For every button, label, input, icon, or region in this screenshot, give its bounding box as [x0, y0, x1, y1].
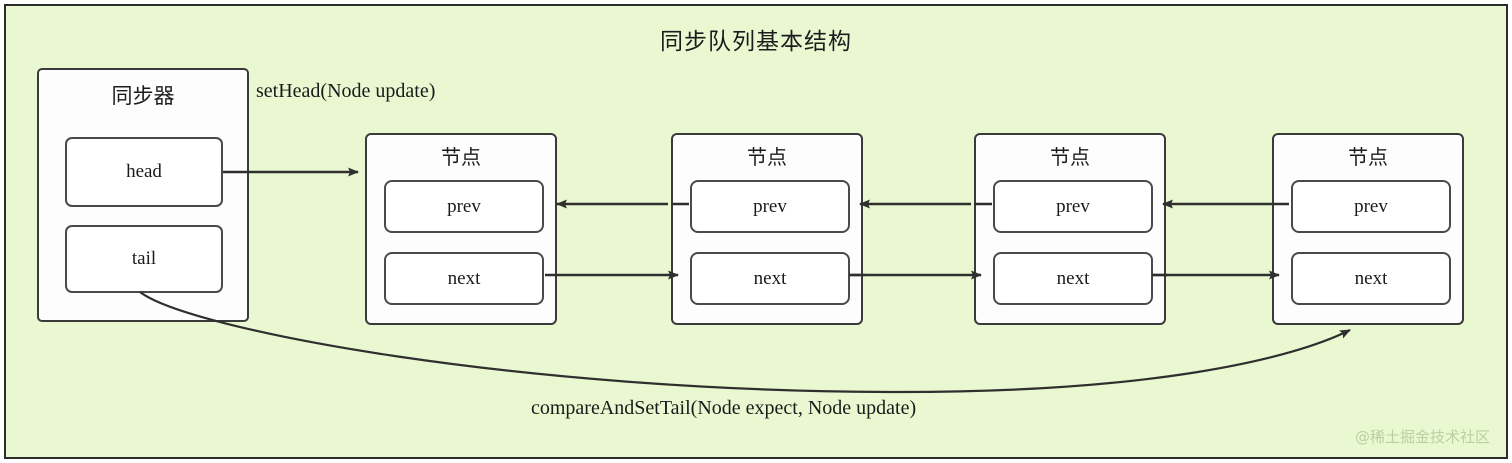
node-4: 节点 prev next	[1272, 133, 1464, 325]
node-3-next-field: next	[993, 252, 1153, 305]
page-title: 同步队列基本结构	[660, 29, 852, 54]
synchronizer-head-field: head	[65, 137, 223, 207]
node-1-prev-field: prev	[384, 180, 544, 233]
edge-label-compare-and-set-tail: compareAndSetTail(Node expect, Node upda…	[531, 397, 917, 419]
node-4-title: 节点	[1348, 147, 1388, 169]
edge-label-set-head: setHead(Node update)	[256, 80, 436, 102]
synchronizer-title: 同步器	[111, 84, 175, 108]
watermark: @稀土掘金技术社区	[1354, 428, 1490, 446]
node-2-next-field: next	[690, 252, 850, 305]
node-1-next-field: next	[384, 252, 544, 305]
node-1: 节点 prev next	[365, 133, 557, 325]
node-3: 节点 prev next	[974, 133, 1166, 325]
node-2: 节点 prev next	[671, 133, 863, 325]
synchronizer-tail-field: tail	[65, 225, 223, 293]
node-2-title: 节点	[747, 147, 787, 169]
node-1-title: 节点	[441, 147, 481, 169]
node-4-prev-field: prev	[1291, 180, 1451, 233]
node-3-title: 节点	[1050, 147, 1090, 169]
node-2-prev-field: prev	[690, 180, 850, 233]
node-3-prev-field: prev	[993, 180, 1153, 233]
node-4-next-field: next	[1291, 252, 1451, 305]
